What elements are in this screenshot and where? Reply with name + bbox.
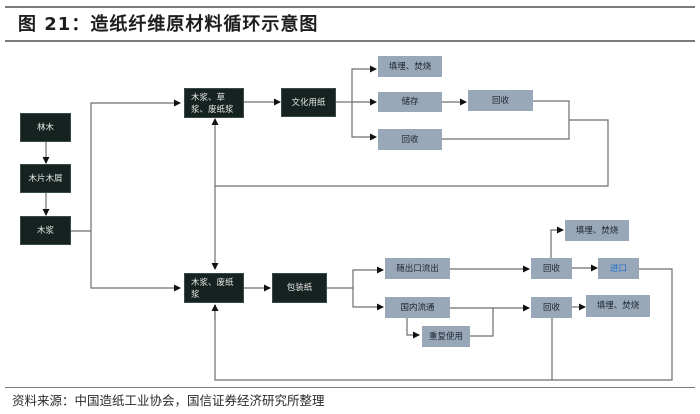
edge-pulp-to-bottom-mix [90,231,181,292]
edge-to-export [352,266,384,288]
node-pulp-mix-bottom: 木浆、废纸浆 [184,273,244,303]
title-rule [5,40,695,42]
node-packaging-paper: 包装纸 [272,273,327,303]
node-landfill-export: 填埋、焚烧 [565,220,629,241]
node-wood-chips: 木片木屑 [20,164,71,193]
source-note: 资料来源：中国造纸工业协会，国信证券经济研究所整理 [12,393,325,408]
node-domestic-circulation: 国内流通 [385,297,450,318]
node-landfill-domestic: 填埋、焚烧 [586,295,650,317]
edge-import-return [214,268,673,381]
node-storage: 储存 [378,92,442,112]
footer-rule [5,387,695,388]
edge-reuse-merge [470,308,494,337]
node-export-outflow: 随出口流出 [385,258,450,279]
edge-domestic-to-reuse [406,318,420,339]
node-forest: 林木 [20,113,71,142]
edge-to-domestic [352,288,384,311]
node-wood-pulp: 木浆 [20,216,71,245]
node-culture-paper: 文化用纸 [281,88,336,117]
figure-title: 图 21：造纸纤维原材料循环示意图 [18,14,319,35]
edge-pulp-to-top-mix [90,99,181,231]
node-reuse: 重复使用 [422,326,470,347]
node-import: 进口 [598,258,639,279]
edge-to-landfill-top [351,65,377,102]
node-pulp-mix-top: 木浆、草浆、废纸浆 [184,88,244,118]
node-landfill-top: 填埋、焚烧 [378,56,442,77]
edge-to-recycle-top [351,102,377,141]
node-recycle-domestic: 回收 [531,297,572,318]
node-recycle-export: 回收 [531,258,572,279]
edge-recycle-to-landfill [550,226,564,258]
top-rule [5,6,695,8]
node-recycle-top: 回收 [378,129,442,150]
edge-top-return [215,119,609,187]
node-recycle-after-storage: 回收 [468,90,533,111]
